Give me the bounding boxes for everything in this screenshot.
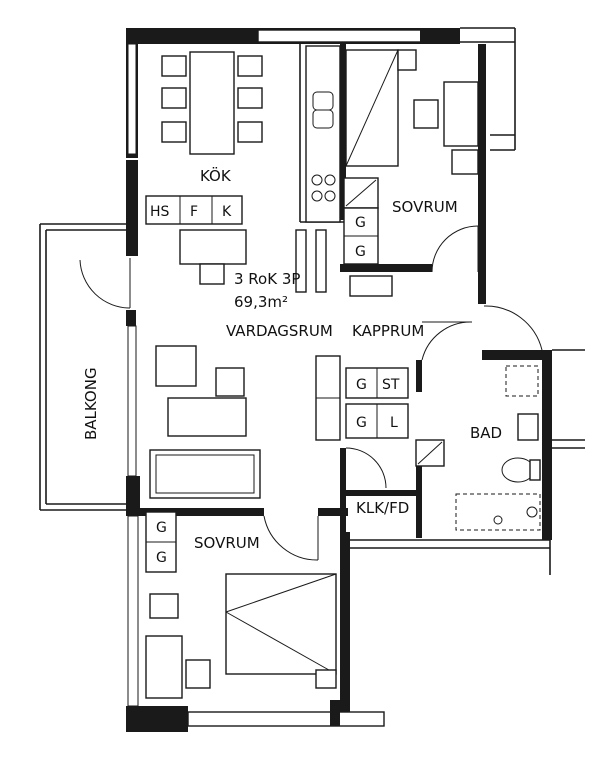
cabinet-label-g-top-2: G: [355, 244, 366, 260]
cabinet-label-f: F: [190, 204, 198, 220]
apartment-area: 69,3m²: [234, 293, 288, 311]
cabinet-label-hs: HS: [150, 204, 170, 220]
cabinet-label-g-top-1: G: [355, 215, 366, 231]
cabinet-label-g-hall-2: G: [356, 415, 367, 431]
room-label-hall: KAPPRUM: [352, 322, 424, 340]
cabinet-label-k: K: [222, 204, 232, 220]
room-label-living: VARDAGSRUM: [226, 322, 333, 340]
bathroom-fixtures: [455, 365, 541, 531]
bedroom-top-furniture: [343, 49, 479, 297]
interior-walls: [140, 44, 486, 538]
room-label-bedroom-top: SOVRUM: [392, 198, 458, 216]
room-labels: KÖK SOVRUM VARDAGSRUM KAPPRUM BAD SOVRUM…: [82, 166, 502, 566]
bedroom-bottom-furniture: [145, 511, 337, 699]
cabinet-label-g-bottom-1: G: [156, 520, 167, 536]
room-label-bedroom-bottom: SOVRUM: [194, 534, 260, 552]
cabinet-label-g-bottom-2: G: [156, 550, 167, 566]
room-label-bath: BAD: [470, 424, 502, 442]
kitchen-furniture: [145, 45, 341, 293]
hall-furniture: [345, 305, 543, 489]
cabinet-label-g-hall-1: G: [356, 377, 367, 393]
apartment-type: 3 RoK 3P: [234, 270, 300, 288]
room-label-closet: KLK/FD: [356, 499, 409, 517]
room-label-balcony: BALKONG: [82, 367, 100, 440]
cabinet-label-l: L: [390, 415, 398, 431]
living-furniture: [149, 345, 341, 561]
balcony: [39, 223, 131, 511]
room-label-kitchen: KÖK: [200, 166, 232, 185]
cabinet-label-st: ST: [382, 377, 400, 393]
outer-walls: [126, 27, 585, 732]
